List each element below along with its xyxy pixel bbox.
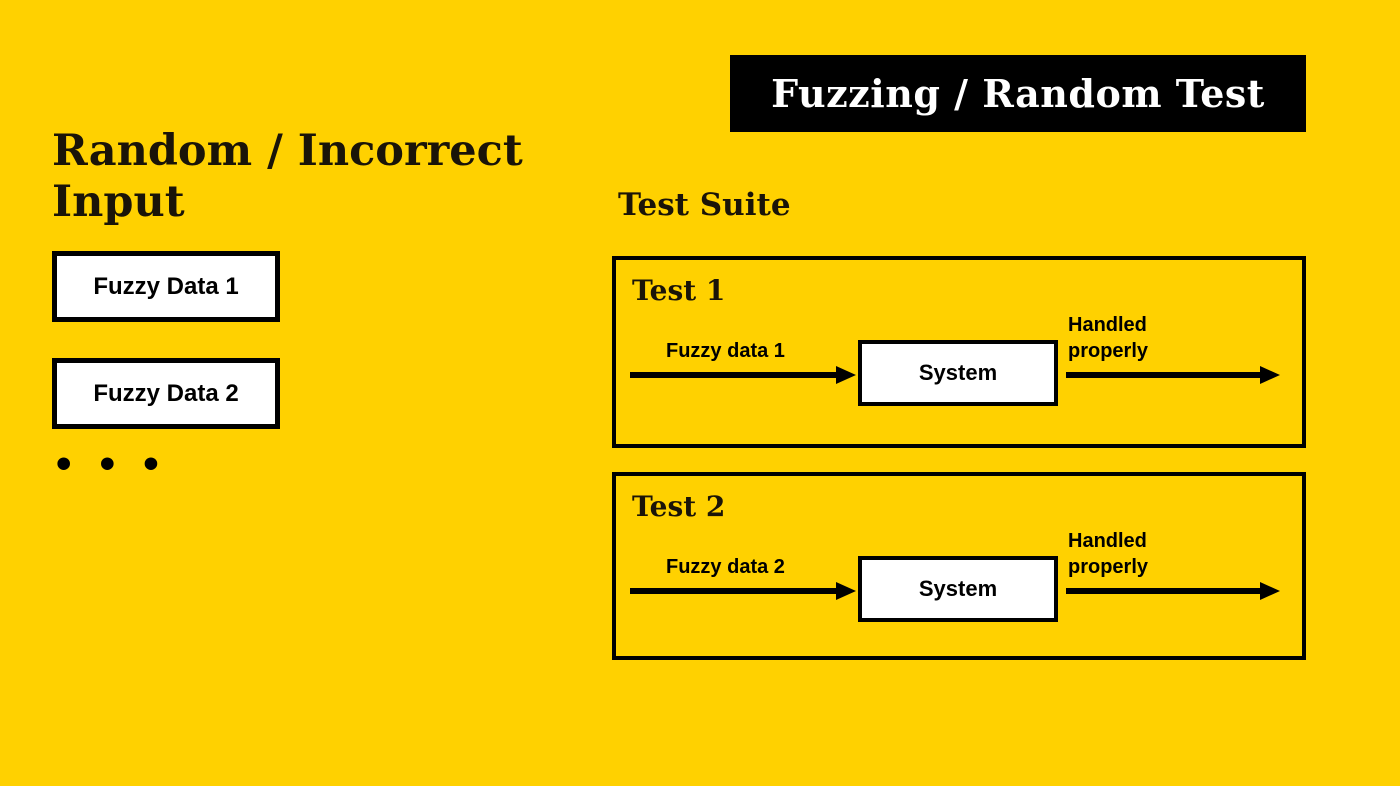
test-case-2-system-label: System	[918, 576, 998, 601]
test-case-1-system-label: System	[918, 360, 998, 385]
arrow-head	[836, 582, 856, 600]
test-case-box-2: Test 2 Fuzzy data 2 System Handled prope…	[612, 472, 1306, 660]
test-case-2-label: Test 2	[632, 490, 726, 523]
arrow-shaft	[1066, 588, 1262, 594]
test-case-1-system-box: System	[858, 340, 1058, 406]
fuzzy-data-box-2-label: Fuzzy Data 2	[93, 379, 239, 407]
test-case-1-output-label: Handled properly	[1068, 314, 1149, 362]
test-case-2-output-arrow-icon	[1066, 582, 1280, 600]
arrow-head	[1260, 366, 1280, 384]
test-case-1-input-arrow-icon	[630, 366, 856, 384]
ellipsis-more-data: • • •	[56, 439, 167, 488]
fuzzy-data-box-2: Fuzzy Data 2	[52, 358, 280, 429]
test-suite-heading: Test Suite	[618, 187, 791, 223]
slide-title-bar: Fuzzing / Random Test	[730, 55, 1306, 132]
arrow-head	[1260, 582, 1280, 600]
test-case-2-flow: Fuzzy data 2 System Handled properly	[616, 476, 1302, 656]
test-case-box-1: Test 1 Fuzzy data 1 System Handled prope…	[612, 256, 1306, 448]
test-case-1-label: Test 1	[632, 274, 726, 307]
fuzzy-data-box-1-label: Fuzzy Data 1	[93, 272, 239, 300]
test-case-2-input-arrow-icon	[630, 582, 856, 600]
fuzzy-data-box-1: Fuzzy Data 1	[52, 251, 280, 322]
test-case-1-input-label: Fuzzy data 1	[666, 340, 785, 362]
test-case-2-output-label: Handled properly	[1068, 530, 1149, 578]
arrow-shaft	[1066, 372, 1262, 378]
test-case-1-output-arrow-icon	[1066, 366, 1280, 384]
left-column-heading: Random / Incorrect Input	[52, 126, 523, 227]
test-case-2-input-label: Fuzzy data 2	[666, 556, 785, 578]
arrow-shaft	[630, 372, 838, 378]
arrow-head	[836, 366, 856, 384]
slide-title: Fuzzing / Random Test	[771, 71, 1265, 116]
arrow-shaft	[630, 588, 838, 594]
test-case-1-flow: Fuzzy data 1 System Handled properly	[616, 260, 1302, 444]
test-case-2-system-box: System	[858, 556, 1058, 622]
